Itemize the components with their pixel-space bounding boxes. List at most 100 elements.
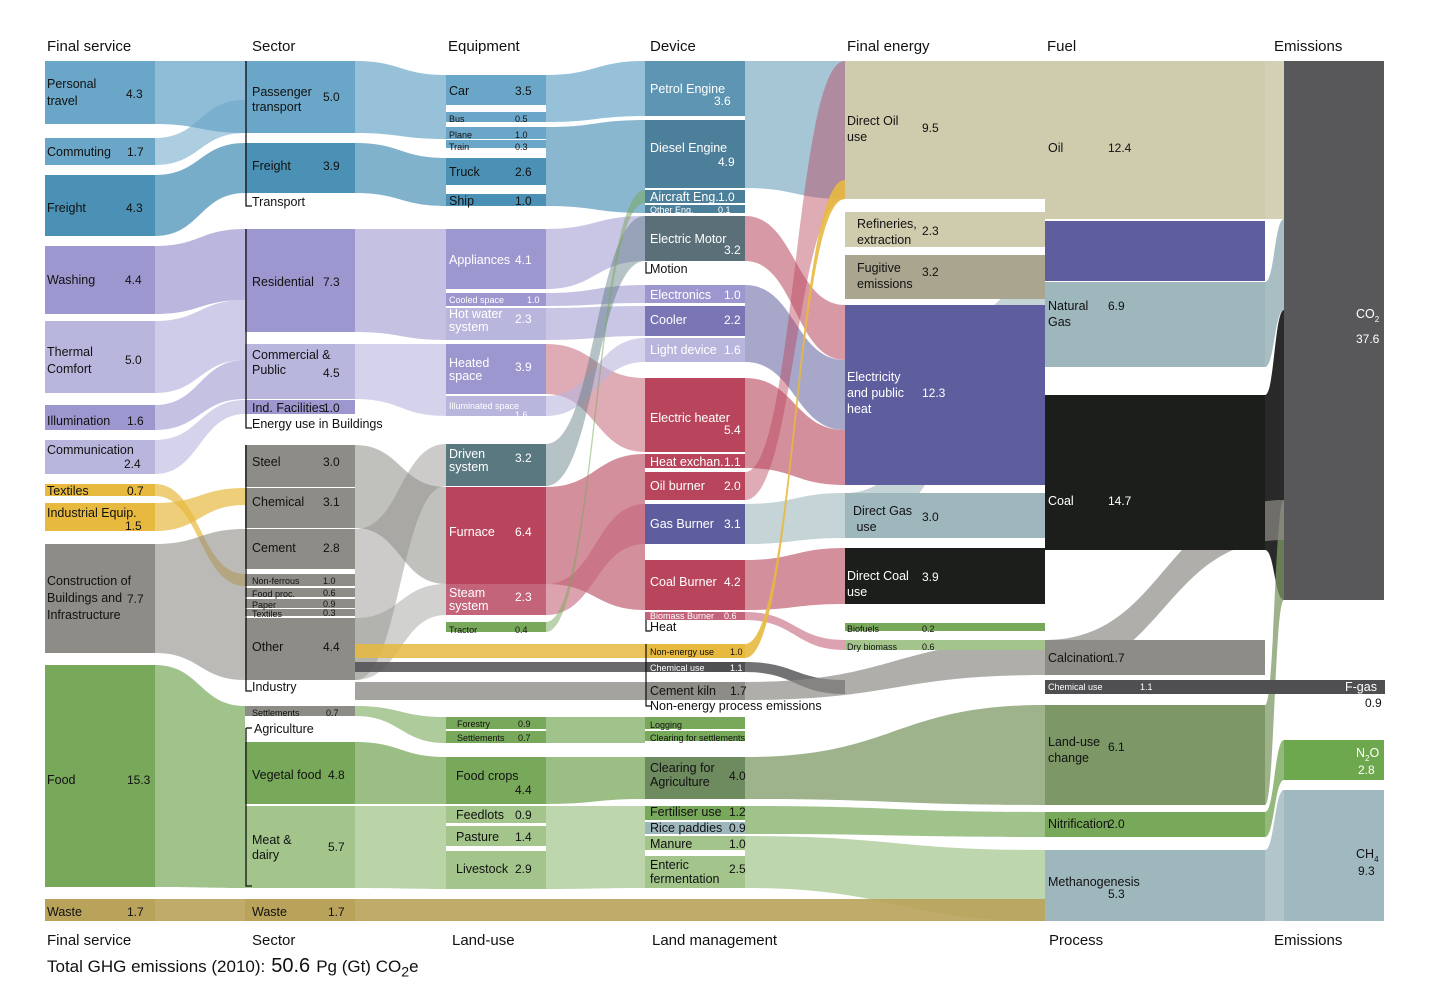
final-service-value: 1.7 [127,905,144,919]
device-value: 0.6 [724,611,737,621]
emissions-label-fgas: F-gas [1345,680,1377,694]
emissions-label-ch4: CH4 [1356,847,1379,864]
device-value: 1.0 [724,288,741,302]
flow-band [155,400,245,474]
final-service-commuting [45,138,155,165]
total-unit-suffix: e [409,957,419,976]
equipment-value: 2.9 [515,862,532,876]
device-value: 1.0 [718,190,735,204]
device-diesel-engine [645,120,745,188]
flow-band [546,806,645,889]
sector-label: Residential [252,275,314,289]
sector-value: 5.0 [323,90,340,104]
device-electronics [645,285,745,303]
equipment-car [446,75,546,105]
flow-band [546,454,645,610]
device-rice-paddies [645,822,745,834]
emissions-label-n2o: N2O [1356,746,1379,763]
device-oil-burner [645,472,745,500]
flow-band [155,143,245,236]
device-label: Fertiliser use [650,805,722,819]
sector-value: 2.8 [323,541,340,555]
final-service-label: Industrial Equip. [47,506,137,520]
sector-steel [245,445,355,487]
sector-ind-facilities [245,400,355,414]
final-energy-label: Dry biomass [847,642,898,652]
final-energy-label: Direct Gas use [853,504,912,534]
equipment-tractor [446,622,546,632]
device-value: 4.9 [718,155,735,169]
equipment-pasture [446,826,546,846]
device-label: Heat exchan. [650,455,724,469]
flow-band [745,378,845,485]
flow-band [546,216,645,289]
final-energy-value: 0.2 [922,624,935,634]
sector-value: 0.6 [323,588,336,598]
final-service-value: 4.3 [126,201,143,215]
device-logging [645,717,745,729]
device-label: Non-energy use [650,647,714,657]
device-label: Oil burner [650,479,705,493]
device-label: Chemical use [650,663,705,673]
sector-label: Meat &dairy [252,833,292,862]
flow-band [745,216,845,360]
equipment-value: 1.4 [515,830,532,844]
sector-value: 3.9 [323,159,340,173]
final-energy-direct-coal-use [845,548,1045,604]
equipment-ship [446,194,546,206]
final-energy-direct-oil-use [845,61,1045,199]
equipment-value: 0.3 [515,142,528,152]
sector-residential [245,229,355,332]
bracket-transport [245,61,252,207]
final-service-value: 7.7 [127,592,144,606]
device-aircraft-eng [645,190,745,203]
fuel-methanogenesis [1045,850,1265,921]
total-unit-sub: 2 [401,964,410,981]
flow-band [745,640,1045,700]
equipment-label: Feedlots [456,808,504,822]
bracket-process [645,644,651,707]
sector-label: Other [252,640,283,654]
header-device-top: Device [650,38,696,55]
header-final-service-bottom: Final service [47,932,131,949]
equipment-value: 2.3 [515,312,532,326]
sector-cement [245,529,355,569]
final-service-value: 4.4 [125,273,142,287]
bracket-motion [645,262,651,274]
fuel-value: 1.7 [1108,651,1125,665]
final-service-label: Communication [47,443,134,457]
emissions-value-co2: 37.6 [1356,332,1380,346]
sector-non-ferrous [245,574,355,586]
equipment-value: 6.4 [515,525,532,539]
fuel-value: 5.3 [1108,887,1125,901]
device-label: Motion [650,262,688,276]
final-service-communication [45,440,155,474]
sector-label: Textiles [252,609,283,619]
device-coal-burner [645,560,745,610]
equipment-illuminated-space [446,396,546,416]
sector-value: 7.3 [323,275,340,289]
equipment-food-crops [446,757,546,804]
sector-value: 4.4 [323,640,340,654]
sector-value: 4.5 [323,366,340,380]
flow-band [355,229,446,340]
equipment-value: 3.2 [515,451,532,465]
sector-meat-dairy [245,806,355,888]
final-service-value: 1.5 [125,519,142,533]
device-gas-burner [645,504,745,544]
sector-label: Freight [252,159,291,173]
emissions-value-fgas: 0.9 [1365,696,1382,710]
equipment-truck [446,158,546,185]
group-label-buildings: Energy use in Buildings [252,417,383,431]
device-other-eng [645,205,745,213]
final-service-label: Food [47,773,76,787]
sector-textiles [245,609,355,616]
header-land-use-bottom: Land-use [452,932,515,949]
flow-band [355,899,1045,921]
